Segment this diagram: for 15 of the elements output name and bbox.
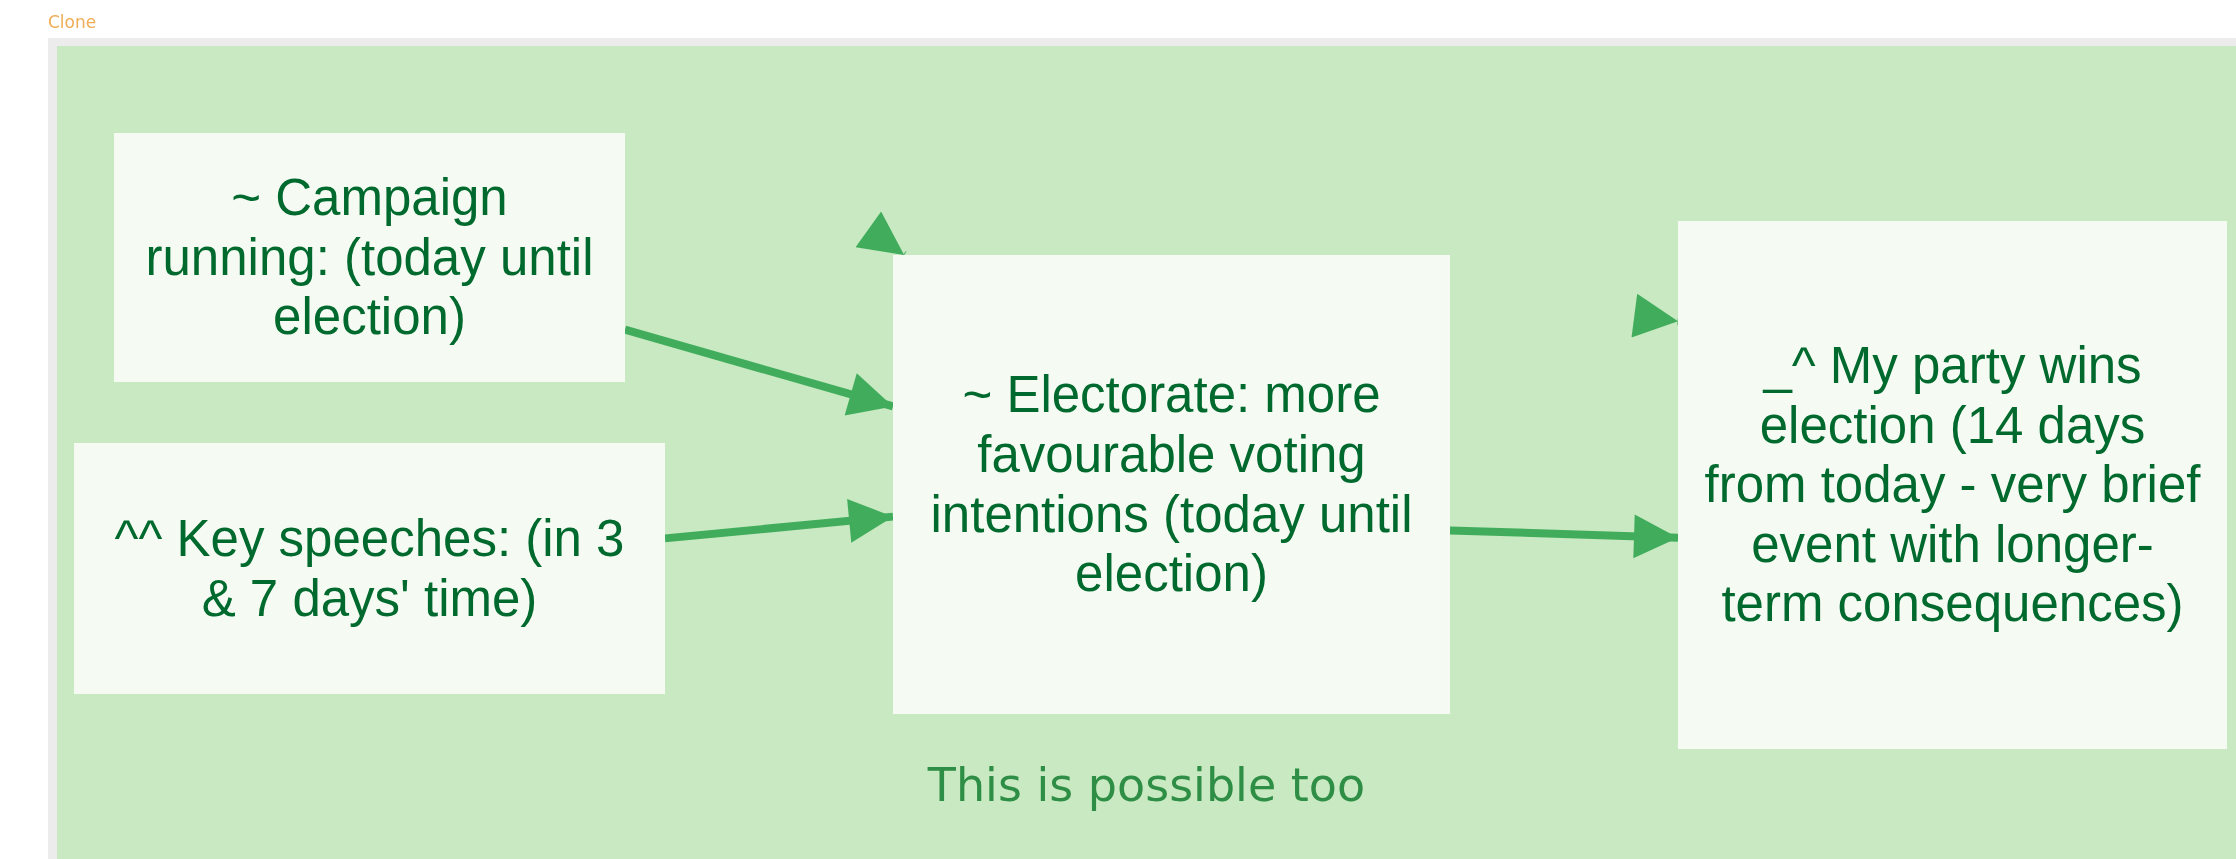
box-text: ~ Campaign running: (today until election) — [144, 168, 595, 347]
group-panel — [57, 46, 2236, 859]
arrow — [664, 498, 894, 543]
process-box — [1678, 221, 2227, 749]
arrow — [1631, 293, 1679, 338]
box-text: _^ My party wins election (14 days from today - very brief event with longer-term consequences) — [1703, 335, 2202, 635]
process-box — [74, 443, 665, 694]
arrow — [623, 325, 895, 416]
group-caption: This is possible too — [926, 758, 1367, 812]
box-text: ^^ Key speeches: (in 3 & 7 days' time) — [113, 508, 626, 629]
process-box — [114, 133, 625, 382]
arrow — [1449, 514, 1679, 559]
canvas-title: Clone — [48, 12, 97, 32]
box-text: ~ Electorate: more favourable voting intentions (today until election) — [929, 365, 1414, 604]
process-box — [893, 255, 1450, 714]
